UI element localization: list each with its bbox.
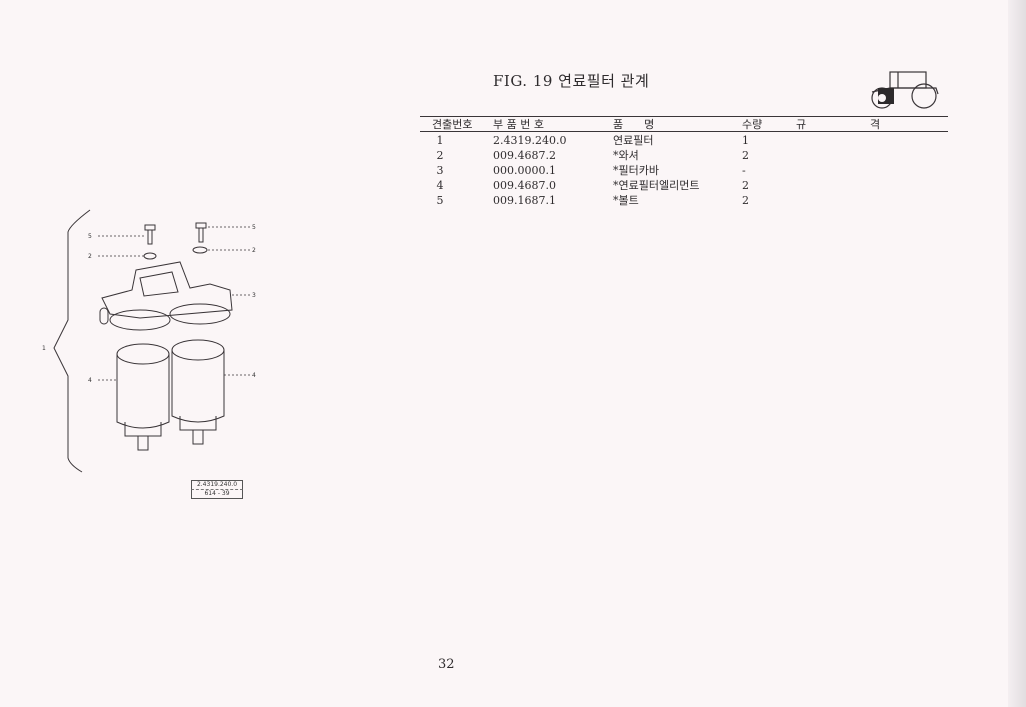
callout-4-left: 4 — [88, 377, 92, 384]
table-header-rule — [420, 131, 948, 132]
header-spec-2: 격 — [870, 118, 881, 131]
callout-5-right: 5 — [252, 224, 256, 231]
callout-2-right: 2 — [252, 247, 256, 254]
table-row: 4 009.4687.0 *연료필터엘리먼트 2 — [436, 179, 750, 192]
caption-part-number: 2.4319.240.0 — [191, 480, 243, 489]
header-name: 품 명 — [613, 118, 655, 131]
parts-table: 견출번호 부 품 번 호 품 명 수량 규 격 1 2.4319.240.0 연… — [420, 117, 948, 208]
figure-caption: 2.4319.240.0 614 - 39 — [191, 480, 243, 499]
table-row: 1 2.4319.240.0 연료필터 1 — [436, 134, 750, 147]
table-row: 2 009.4687.2 *와셔 2 — [436, 149, 750, 162]
header-spec-1: 규 — [796, 118, 807, 131]
callout-1: 1 — [42, 345, 46, 352]
callout-3: 3 — [252, 292, 256, 299]
header-ref: 견출번호 — [432, 118, 473, 131]
callout-5-left: 5 — [88, 233, 92, 240]
table-row: 3 000.0000.1 *필터카바 - — [436, 164, 746, 177]
header-qty: 수량 — [742, 118, 763, 131]
table-top-rule — [420, 116, 948, 117]
fuel-filter-exploded-diagram: 5 2 5 2 3 1 4 4 — [42, 209, 256, 473]
header-part-no: 부 품 번 호 — [493, 118, 544, 131]
caption-figure-code: 614 - 39 — [191, 489, 243, 499]
figure-title: FIG. 19 연료필터 관계 — [493, 72, 650, 90]
table-row: 5 009.1687.1 *볼트 2 — [436, 194, 750, 207]
callout-2-left: 2 — [88, 253, 92, 260]
page-number: 32 — [438, 657, 455, 672]
tractor-icon — [871, 71, 939, 109]
page-edge-shadow — [1008, 0, 1026, 707]
callout-4-right: 4 — [252, 372, 256, 379]
table-header: 견출번호 부 품 번 호 품 명 수량 규 격 — [420, 117, 948, 132]
